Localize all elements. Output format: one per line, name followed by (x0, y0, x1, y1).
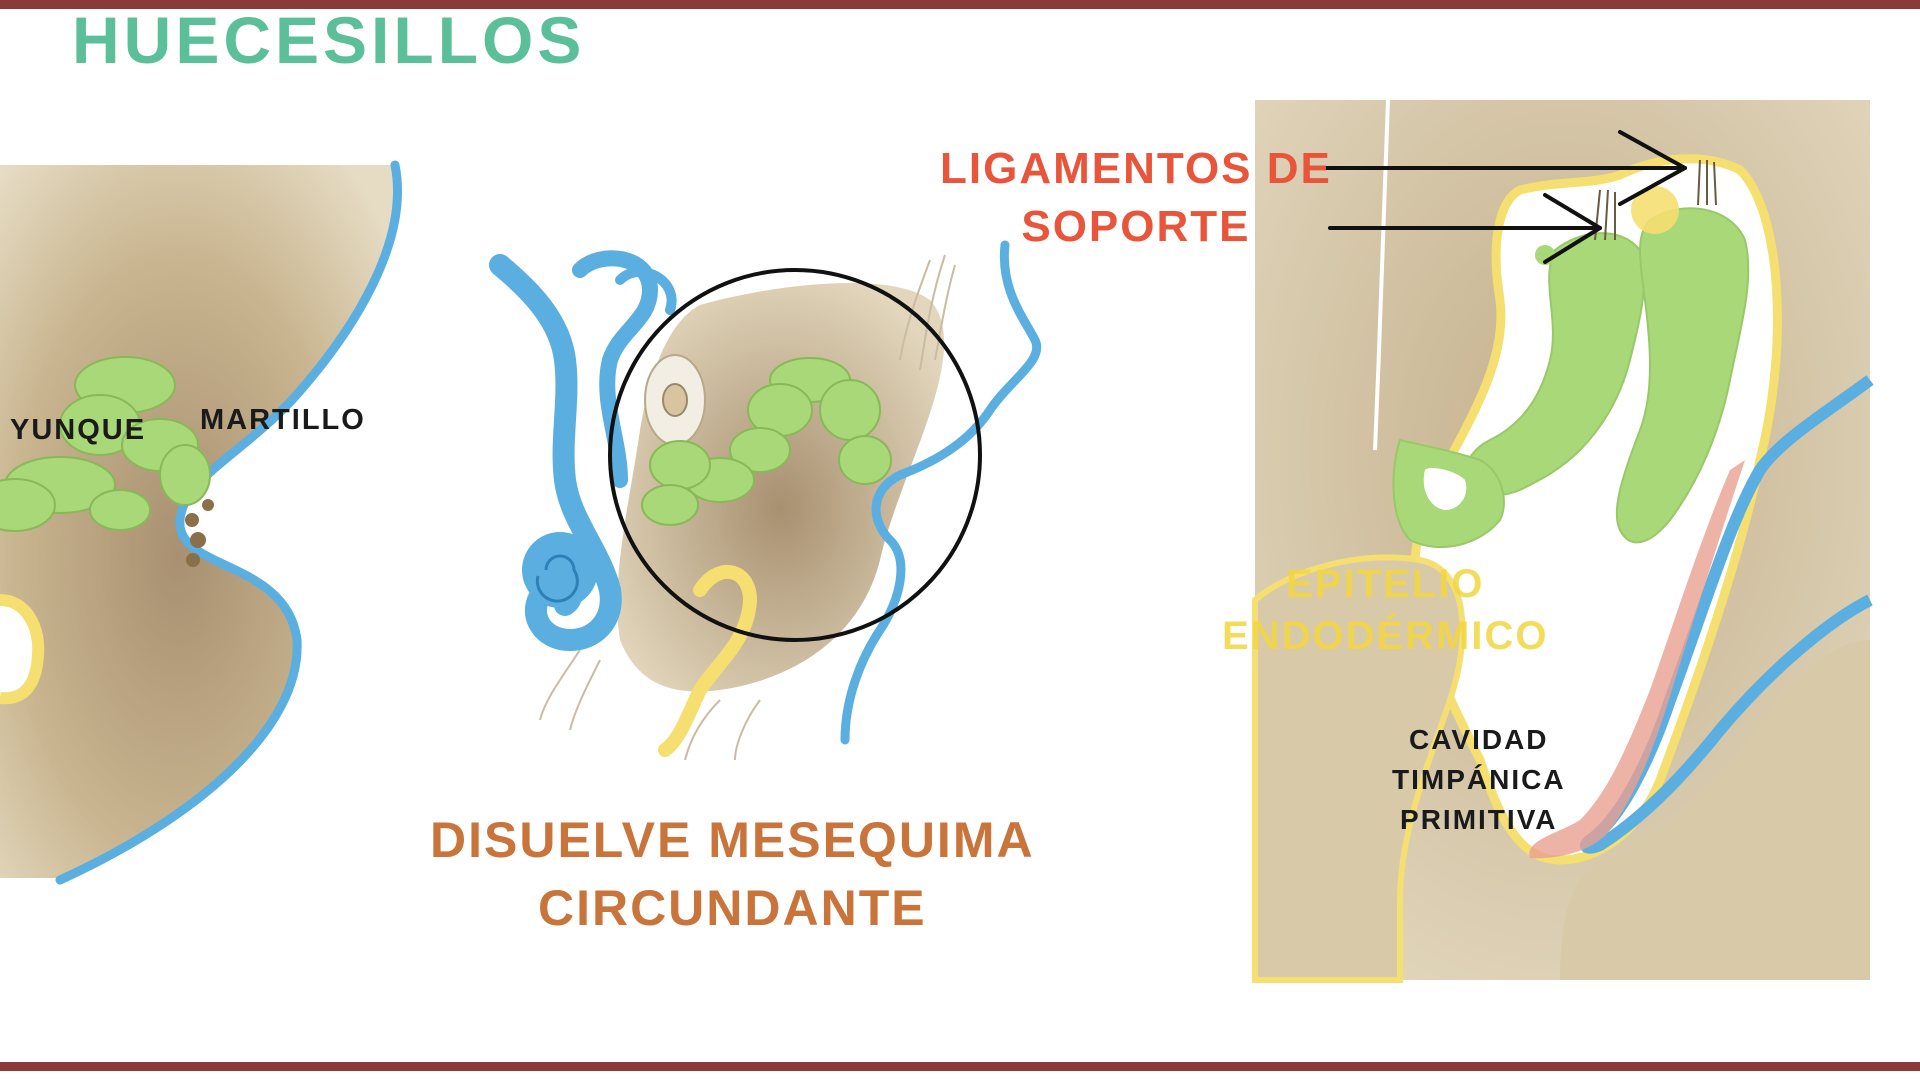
label-disuelve-mesequima: DISUELVE MESEQUIMA CIRCUNDANTE (430, 806, 1035, 942)
label-epitelio-line1: EPITELIO (1286, 562, 1485, 606)
left-panel-diagram (0, 160, 402, 885)
label-yunque: YUNQUE (10, 414, 147, 446)
middle-green-ossicles (641, 357, 892, 526)
right-lower-tissue (1252, 554, 1466, 983)
right-stapes-hole (1423, 468, 1467, 510)
label-cavidad-timpanica-primitiva: CAVIDAD TIMPÁNICA PRIMITIVA (1392, 720, 1566, 840)
right-pink-tissue (1529, 460, 1745, 859)
ligament-arrows (1313, 130, 1687, 264)
label-ligamentos-line2: SOPORTE (1021, 202, 1251, 251)
middle-cochlea-spiral (535, 554, 579, 603)
label-cavidad-line3: PRIMITIVA (1400, 804, 1558, 835)
middle-sketch-lines (539, 254, 956, 761)
left-green-ossicles (0, 356, 211, 532)
right-left-outline (1373, 99, 1390, 451)
frame-bottom-border (0, 1062, 1920, 1071)
label-martillo: MARTILLO (200, 404, 366, 436)
right-ligament-node-1 (1631, 186, 1679, 234)
label-disuelve-line2: CIRCUNDANTE (537, 880, 927, 936)
label-cavidad-line2: TIMPÁNICA (1392, 764, 1566, 795)
label-ligamentos-line1: LIGAMENTOS DE (940, 144, 1332, 193)
label-cavidad-line1: CAVIDAD (1409, 724, 1549, 755)
page-title: HUECESILLOS (72, 3, 586, 77)
middle-yellow-cartilage (658, 564, 758, 757)
middle-blue-canal (615, 266, 677, 315)
middle-capsule-core (662, 383, 688, 417)
left-tissue-mass (0, 165, 397, 878)
label-epitelio-line2: ENDODÉRMICO (1222, 614, 1549, 658)
left-blue-membrane (55, 160, 402, 885)
middle-panel-diagram (489, 240, 1042, 761)
label-disuelve-line1: DISUELVE MESEQUIMA (430, 812, 1035, 868)
middle-blue-membrane-right (840, 240, 1042, 745)
right-panel-diagram (1252, 99, 1874, 983)
middle-blue-cochlea (522, 532, 598, 608)
label-ligamentos-de-soporte: LIGAMENTOS DE SOPORTE (940, 140, 1332, 256)
middle-highlight-circle (608, 268, 982, 642)
label-epitelio-endodermico: EPITELIO ENDODÉRMICO (1222, 558, 1548, 662)
left-brown-cells (185, 499, 214, 567)
left-yellow-ring (0, 594, 45, 705)
right-green-ossicles (1392, 207, 1750, 548)
frame-top-border (0, 0, 1920, 9)
right-lower-tissue-right (1560, 640, 1870, 980)
